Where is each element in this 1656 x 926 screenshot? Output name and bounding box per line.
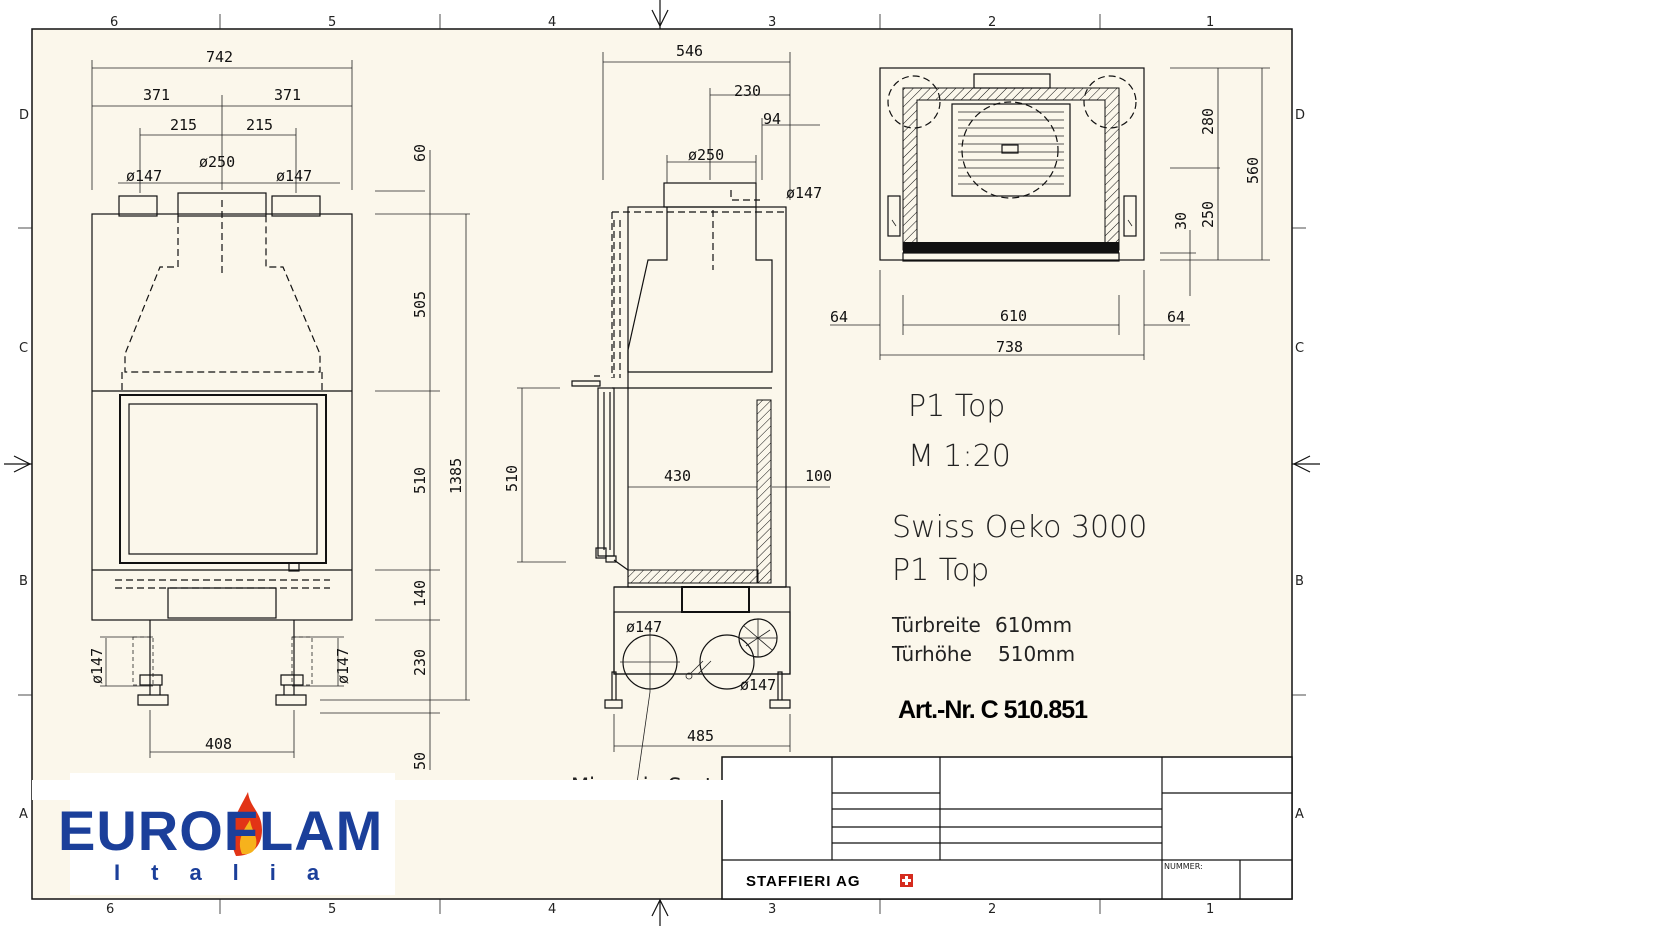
dim-505: 505 <box>411 291 429 318</box>
number-label: NUMMER: <box>1164 862 1203 871</box>
dim-230-side: 230 <box>734 82 761 100</box>
company-name: STAFFIERI AG <box>746 873 861 890</box>
dim-rear-pipe: ø147 <box>786 184 822 202</box>
dim-bottom-pipe-right: ø147 <box>740 676 776 694</box>
dim-738: 738 <box>996 338 1023 356</box>
grid-col-4-top: 4 <box>548 15 556 30</box>
grid-row-a-right: A <box>1295 807 1304 822</box>
dim-215-right: 215 <box>246 116 273 134</box>
swiss-cross-icon <box>900 874 913 887</box>
dim-50: 50 <box>411 752 429 770</box>
grid-ticks <box>18 14 1306 914</box>
dim-215-left: 215 <box>170 116 197 134</box>
dim-510-side: 510 <box>503 465 521 492</box>
dim-546: 546 <box>676 42 703 60</box>
front-view <box>91 192 353 706</box>
grid-col-2-bottom: 2 <box>988 902 996 917</box>
dim-64-right: 64 <box>1167 308 1185 326</box>
dim-250-top: 250 <box>1199 201 1217 228</box>
flame-icon <box>231 792 262 856</box>
grid-row-b-left: B <box>19 574 28 589</box>
grid-col-1-top: 1 <box>1206 15 1214 30</box>
dim-30: 30 <box>1172 212 1190 230</box>
grid-col-3-bottom: 3 <box>768 902 776 917</box>
scale-label: M 1:20 <box>908 439 1011 474</box>
dim-flue-front: ø250 <box>199 153 235 171</box>
dim-bottom-pipe-left: ø147 <box>626 618 662 636</box>
dim-pipe-left: ø147 <box>126 167 162 185</box>
logo-sub: Italia <box>114 860 350 885</box>
grid-col-6-bottom: 6 <box>106 902 114 917</box>
spec-door-width-value: 610mm <box>995 613 1072 637</box>
grid-row-c-left: C <box>19 341 28 356</box>
article-number: Art.-Nr. C 510.851 <box>898 696 1088 724</box>
front-view-dimensions <box>91 60 470 770</box>
spec-door-width-label: Türbreite <box>891 613 981 637</box>
grid-col-5-bottom: 5 <box>328 902 336 917</box>
title-block <box>32 756 1293 900</box>
grid-col-6-top: 6 <box>110 15 118 30</box>
dim-flue-side: ø250 <box>688 146 724 164</box>
dim-1385: 1385 <box>447 458 465 494</box>
side-view-dimensions <box>517 52 830 752</box>
dim-94: 94 <box>763 110 781 128</box>
grid-col-4-bottom: 4 <box>548 902 556 917</box>
dim-371-left: 371 <box>143 86 170 104</box>
dim-430: 430 <box>664 467 691 485</box>
dim-140: 140 <box>411 580 429 607</box>
grid-col-2-top: 2 <box>988 15 996 30</box>
euroflam-logo: EUROFLAM Italia <box>58 773 395 895</box>
grid-row-b-right: B <box>1295 574 1304 589</box>
model-line-1: Swiss Oeko 3000 <box>892 510 1147 545</box>
dim-pipe-right: ø147 <box>276 167 312 185</box>
model-line-2: P1 Top <box>892 553 989 588</box>
dim-side-pipe-left: ø147 <box>88 648 106 684</box>
dim-64-left: 64 <box>830 308 848 326</box>
dim-408: 408 <box>205 735 232 753</box>
grid-row-d-right: D <box>1295 108 1305 123</box>
spec-door-height-value: 510mm <box>998 642 1075 666</box>
dim-280: 280 <box>1199 108 1217 135</box>
dim-610: 610 <box>1000 307 1027 325</box>
grid-col-3-top: 3 <box>768 15 776 30</box>
side-view <box>571 182 791 791</box>
dim-371-right: 371 <box>274 86 301 104</box>
dim-510-front: 510 <box>411 467 429 494</box>
dim-742: 742 <box>206 48 233 66</box>
top-view-dimensions <box>830 67 1270 360</box>
dim-60: 60 <box>411 144 429 162</box>
dim-side-pipe-right: ø147 <box>334 648 352 684</box>
center-markers <box>4 0 1320 926</box>
top-view <box>879 67 1145 262</box>
dim-485: 485 <box>687 727 714 745</box>
logo-brand: EUROFLAM <box>58 799 383 862</box>
grid-col-5-top: 5 <box>328 15 336 30</box>
dim-230-front: 230 <box>411 649 429 676</box>
dim-560: 560 <box>1244 157 1262 184</box>
grid-row-a-left: A <box>19 807 28 822</box>
dim-100: 100 <box>805 467 832 485</box>
model-short: P1 Top <box>908 389 1005 424</box>
spec-door-height-label: Türhöhe <box>891 642 972 666</box>
grid-row-d-left: D <box>19 108 29 123</box>
grid-row-c-right: C <box>1295 341 1304 356</box>
grid-col-1-bottom: 1 <box>1206 902 1214 917</box>
